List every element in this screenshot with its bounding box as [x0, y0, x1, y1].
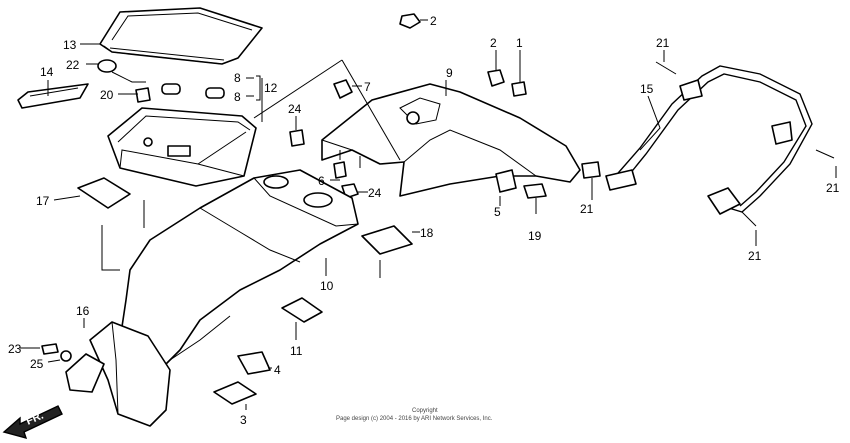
callout-13: 13	[63, 38, 77, 52]
callout-11: 11	[290, 344, 303, 358]
splash-guard	[65, 321, 171, 427]
callout-3: 3	[240, 413, 247, 427]
callout-18: 18	[420, 226, 434, 240]
footer: Copyright Page design (c) 2004 - 2016 by…	[336, 408, 493, 422]
grab-rail	[605, 61, 835, 227]
callout-5: 5	[494, 205, 501, 219]
callout-24b: 24	[368, 186, 382, 200]
guide-lines	[101, 59, 401, 278]
callout-12: 12	[264, 81, 278, 95]
callout-7: 7	[364, 80, 371, 94]
callout-8b: 8	[234, 90, 241, 104]
callout-19: 19	[528, 229, 542, 243]
rear-fender-upper	[321, 83, 581, 197]
callout-20: 20	[100, 88, 114, 102]
callout-16: 16	[76, 304, 90, 318]
callout-14: 14	[40, 65, 54, 79]
storage-tray	[107, 107, 257, 187]
callout-4: 4	[274, 363, 281, 377]
callout-17: 17	[36, 194, 50, 208]
callout-2a: 2	[430, 14, 437, 28]
license-bracket	[213, 297, 323, 405]
callout-25: 25	[30, 357, 44, 371]
callout-1: 1	[516, 36, 523, 50]
copyright-line1: Copyright	[412, 408, 438, 414]
callout-8a: 8	[234, 71, 241, 85]
copyright-line2: Page design (c) 2004 - 2016 by ARI Netwo…	[336, 416, 493, 422]
label-plates	[77, 177, 413, 255]
callout-2b: 2	[490, 36, 497, 50]
nuts-group	[289, 13, 527, 199]
callout-24a: 24	[288, 102, 302, 116]
callout-22: 22	[66, 58, 80, 72]
leader-lines	[20, 19, 837, 410]
callout-labels: 13 14 22 20 8 8 12 2 2 1 7 9 24 24 6 17 …	[8, 14, 840, 427]
callout-21a: 21	[580, 202, 594, 216]
rear-fender-lower	[119, 169, 359, 381]
front-direction-arrow: FR.	[2, 405, 63, 440]
grommets-group	[97, 59, 225, 103]
storage-lid	[99, 7, 263, 65]
direction-label: FR.	[24, 410, 45, 428]
hardware-small	[41, 161, 601, 362]
callout-21d: 21	[748, 249, 762, 263]
callout-9: 9	[446, 66, 453, 80]
callout-21c: 21	[826, 181, 840, 195]
callout-10: 10	[320, 279, 334, 293]
callout-23: 23	[8, 342, 22, 356]
callout-15: 15	[640, 82, 654, 96]
callout-21b: 21	[656, 36, 670, 50]
rubber-band	[17, 83, 89, 109]
callout-6: 6	[318, 174, 325, 188]
